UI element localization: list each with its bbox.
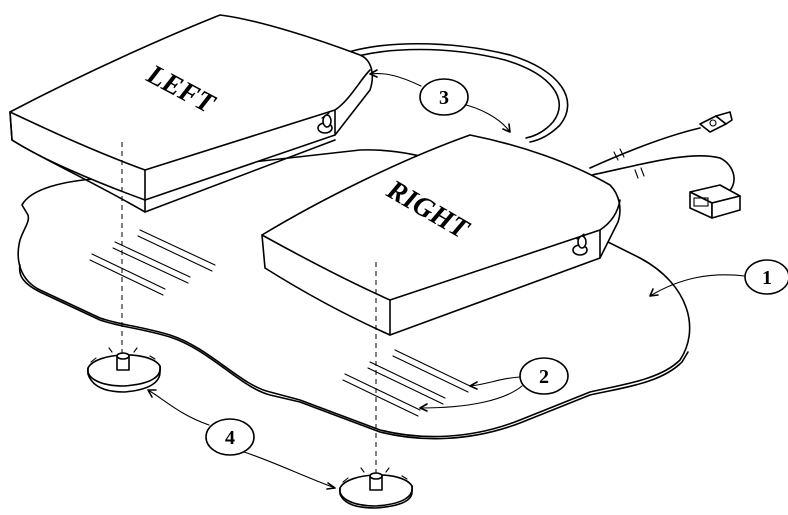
callout-4: 4 <box>205 418 255 456</box>
right-pedal-knob-icon <box>572 233 588 256</box>
callout-2-text: 2 <box>539 366 549 388</box>
right-pedal: RIGHT <box>261 134 621 336</box>
callout-leaders <box>147 69 746 490</box>
adjustment-foot-right-icon <box>339 467 413 509</box>
output-cable <box>589 127 735 196</box>
callout-1: 1 <box>744 259 788 295</box>
left-pedal: LEFT <box>9 14 374 213</box>
callout-1-text: 1 <box>762 267 772 289</box>
assembly-lines <box>121 142 377 478</box>
callout-2: 2 <box>519 357 569 395</box>
connecting-cable-loop <box>339 42 569 143</box>
base-slots <box>89 229 471 417</box>
plug-connector-icon <box>699 111 733 133</box>
callout-3: 3 <box>419 78 469 116</box>
d-sub-connector-icon <box>689 184 741 219</box>
left-pedal-knob-icon <box>317 112 333 134</box>
adjustment-foot-left-icon <box>87 347 161 393</box>
callout-3-text: 3 <box>439 87 449 109</box>
callout-4-text: 4 <box>225 427 235 449</box>
